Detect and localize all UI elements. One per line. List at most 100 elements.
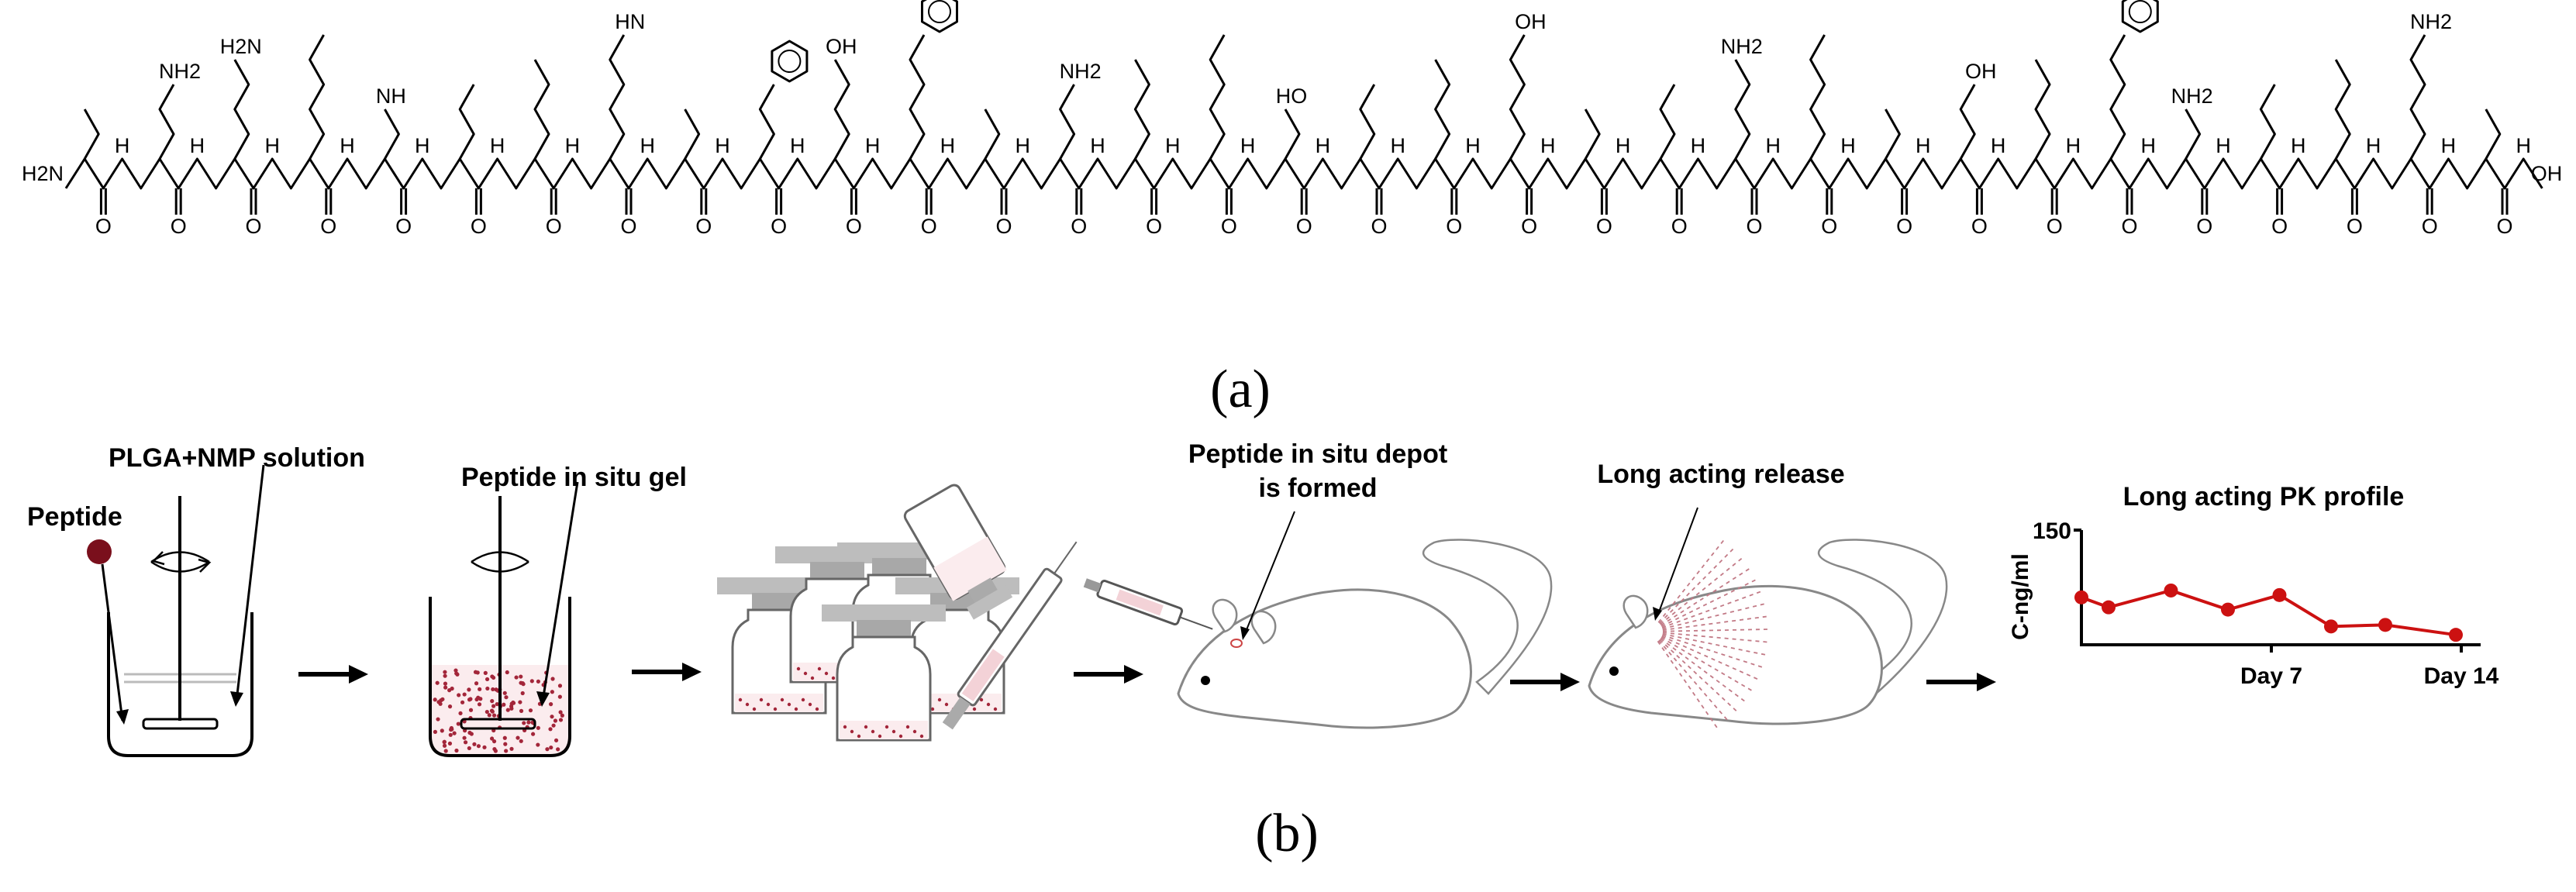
nh-label: H [115, 134, 130, 157]
oxygen-label: O [395, 215, 412, 238]
side-chain-label: HN [615, 10, 645, 33]
chart-data-point [2164, 583, 2178, 598]
oxygen-label: O [320, 215, 336, 238]
oxygen-label: O [846, 215, 862, 238]
chart-data-point [2102, 600, 2116, 615]
nh-label: H [1165, 134, 1181, 157]
oxygen-label: O [1146, 215, 1162, 238]
side-chain-label: NH2 [2410, 10, 2452, 33]
nh-label: H [865, 134, 881, 157]
oxygen-label: O [2196, 215, 2212, 238]
side-chain-label: OH [1965, 60, 1997, 83]
oxygen-label: O [2047, 215, 2063, 238]
oxygen-label: O [695, 215, 712, 238]
nh-label: H [1465, 134, 1481, 157]
nh-label: H [340, 134, 355, 157]
nh-label: H [1991, 134, 2006, 157]
mouse-injection [1083, 511, 1553, 729]
oxygen-label: O [921, 215, 937, 238]
nh-label: H [1390, 134, 1405, 157]
side-chain-label: NH2 [2171, 84, 2213, 108]
nh-label: H [1540, 134, 1556, 157]
panel-label-b: (b) [1255, 804, 1319, 863]
nh-label: H [415, 134, 430, 157]
chart-data-point [2324, 619, 2338, 634]
nh-label: H [715, 134, 730, 157]
plga-arrowhead [230, 691, 243, 707]
chart-x-tick-label: Day 7 [2240, 663, 2302, 689]
oxygen-label: O [1521, 215, 1537, 238]
process-arrow-1 [298, 665, 368, 684]
depot-label-line2: is formed [1258, 474, 1377, 503]
pk-chart: Long acting PK profile C-ng/ml 150 Day 7… [2008, 482, 2499, 689]
peptide-structure [64, 0, 2543, 215]
beaker-in-situ-gel [429, 481, 579, 757]
chart-series-line [2081, 588, 2457, 637]
plga-arrow [235, 464, 265, 702]
panel-label-a: (a) [1210, 360, 1271, 419]
release-label: Long acting release [1597, 460, 1844, 489]
peptide-label: Peptide [27, 502, 122, 532]
process-arrow-5 [1926, 673, 1996, 691]
nh-label: H [940, 134, 956, 157]
nh-label: H [1765, 134, 1781, 157]
side-chain-label: NH2 [1721, 35, 1763, 58]
nh-label: H [565, 134, 581, 157]
nh-label: H [1916, 134, 1931, 157]
oxygen-label: O [1371, 215, 1387, 238]
process-arrow-3 [1074, 665, 1143, 684]
mouse-release [1588, 507, 1948, 728]
oxygen-label: O [2121, 215, 2137, 238]
oxygen-label: O [995, 215, 1012, 238]
nh-label: H [2366, 134, 2381, 157]
oxygen-label: O [1896, 215, 1912, 238]
oxygen-label: O [245, 215, 261, 238]
gel-label: Peptide in situ gel [461, 463, 687, 492]
nh-label: H [264, 134, 280, 157]
chart-y-tick-label: 150 [2033, 518, 2071, 544]
benzene-ring [920, 0, 959, 33]
beaker-plga-nmp [107, 496, 253, 757]
nh-label: H [2216, 134, 2231, 157]
plga-label: PLGA+NMP solution [109, 443, 365, 473]
chart-data-point [2449, 628, 2463, 642]
side-chain-label: OH [1515, 10, 1547, 33]
oxygen-label: O [471, 215, 487, 238]
oxygen-label: O [1671, 215, 1688, 238]
nh-label: H [1691, 134, 1706, 157]
nh-label: H [1616, 134, 1631, 157]
peptide-structure-labels: H2NOHOHNH2OHH2NOHOHNHOHOHOHHNOHOHOHOHOHO… [22, 10, 2562, 238]
vial-syringe-transfer [903, 484, 1078, 730]
chart-data-point [2272, 587, 2287, 602]
peptide-arrowhead [116, 709, 129, 725]
nh-label: H [2066, 134, 2081, 157]
oxygen-label: O [1821, 215, 1837, 238]
oxygen-label: O [771, 215, 787, 238]
nh-label: H [2516, 134, 2531, 157]
process-arrow-2 [632, 663, 702, 681]
nh-label: H [490, 134, 505, 157]
nh-label: H [1240, 134, 1256, 157]
oxygen-label: O [1221, 215, 1237, 238]
nh-label: H [2291, 134, 2306, 157]
oxygen-label: O [95, 215, 112, 238]
oxygen-label: O [2347, 215, 2363, 238]
side-chain-label: OH [826, 35, 857, 58]
nh-label: H [190, 134, 205, 157]
side-chain-label: NH [376, 84, 406, 108]
chart-data-point [2378, 618, 2392, 632]
oxygen-label: O [1071, 215, 1087, 238]
depot-label-line1: Peptide in situ depot [1188, 439, 1447, 469]
chart-y-axis-label: C-ng/ml [2008, 553, 2033, 640]
oxygen-label: O [1971, 215, 1988, 238]
nh-label: H [1090, 134, 1105, 157]
c-terminus-label: OH [2531, 162, 2563, 185]
nh-label: H [640, 134, 655, 157]
nh-label: H [1015, 134, 1030, 157]
side-chain-label: HO [1276, 84, 1308, 108]
benzene-ring [2121, 0, 2159, 33]
chart-data-point [2221, 602, 2235, 617]
nh-label: H [790, 134, 805, 157]
chart-title: Long acting PK profile [2123, 482, 2405, 511]
